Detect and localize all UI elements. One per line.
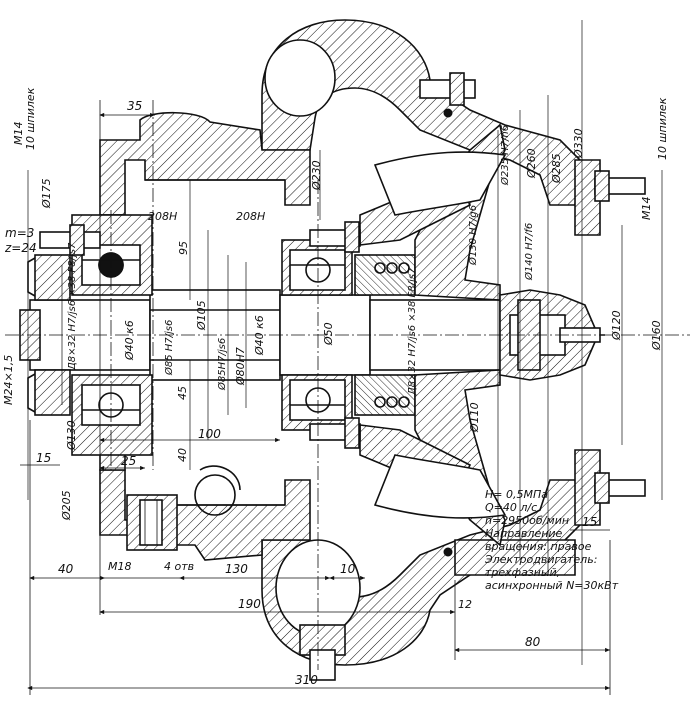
label-z24: z=24 <box>4 241 37 255</box>
dim-d110: Ø110 <box>468 402 481 433</box>
dim-80: 80 <box>525 635 541 649</box>
label-m24: M24×1,5 <box>2 355 15 405</box>
dim-d230: Ø230 <box>310 160 323 191</box>
dimension-labels: 35 M14 10 шпилек Ø175 m=3 z=24 M24×1,5 2… <box>2 87 669 687</box>
seal-assembly <box>354 254 416 416</box>
dim-d50: Ø50 <box>322 322 335 346</box>
dim-d285: Ø285 <box>550 153 563 184</box>
dim-d120: Ø120 <box>610 310 623 341</box>
label-holes: 4 отв <box>164 560 194 573</box>
label-m3: m=3 <box>5 226 34 240</box>
label-studs-left: 10 шпилек <box>24 87 37 150</box>
dim-15-right: 15 <box>582 515 597 529</box>
bearing-right <box>281 239 353 431</box>
dim-d175: Ø175 <box>40 178 53 209</box>
spec-line-7: асинхронный N=30кВт <box>485 579 619 592</box>
label-studs-right: 10 шпилек <box>656 97 669 160</box>
dim-d160: Ø160 <box>650 320 663 351</box>
dim-15-left: 15 <box>36 451 51 465</box>
label-m14-right: M14 <box>640 197 653 221</box>
dim-d260: Ø260 <box>525 148 538 179</box>
spec-line-1: Q=40 л/с <box>485 501 537 514</box>
dim-d40k6-b: Ø40 к6 <box>253 315 266 356</box>
dim-d205: Ø205 <box>60 490 73 521</box>
label-m14-left: M14 <box>12 122 25 146</box>
label-bearing-2: 208Н <box>236 210 265 223</box>
spec-line-0: Н= 0,5МПа <box>485 488 548 501</box>
dim-95: 95 <box>177 241 190 255</box>
dim-d130-left: Ø130 <box>65 420 78 451</box>
dim-d235: Ø235 H7/n6 <box>499 125 511 186</box>
spec-line-3: Направление <box>485 527 563 540</box>
dim-d80h7: Ø80H7 <box>234 347 247 386</box>
studs <box>39 72 646 681</box>
spec-line-4: вращения: правое <box>485 540 592 553</box>
dim-100: 100 <box>198 427 221 441</box>
label-m18: М18 <box>108 560 132 573</box>
dim-45: 45 <box>176 386 189 400</box>
label-bearing-1: 208Н <box>148 210 177 223</box>
dim-d40k6-a: Ø40 к6 <box>123 320 136 361</box>
dim-d330: Ø330 <box>572 128 585 159</box>
dim-12: 12 <box>458 598 472 611</box>
spec-line-5: Электродвигатель: <box>484 553 597 566</box>
dim-25: 25 <box>121 454 136 468</box>
dim-d85-h7: Ø85 H7/js6 <box>163 320 175 376</box>
impeller <box>359 123 507 547</box>
spec-line-2: n=2950об/мин <box>485 514 569 527</box>
dim-d130-h7: Ø130 H7/g6 <box>467 205 479 266</box>
volute-casing <box>261 19 601 666</box>
dim-310: 310 <box>295 673 318 687</box>
dim-40-vertical: 40 <box>176 448 189 462</box>
dim-35: 35 <box>127 99 142 113</box>
dim-40: 40 <box>58 562 74 576</box>
dim-130: 130 <box>225 562 248 576</box>
label-spline-1: Д8×32 H7/js6 ×38 F8/js7 <box>67 242 78 371</box>
centerlines <box>5 100 690 670</box>
dim-d140-h7: Ø140 H7/f6 <box>523 223 535 281</box>
gear <box>19 254 71 416</box>
spec-line-6: трехфазный, <box>485 566 560 579</box>
dim-10: 10 <box>340 562 356 576</box>
dim-190: 190 <box>238 597 261 611</box>
dim-d105: Ø105 <box>195 300 208 331</box>
specifications: Н= 0,5МПа Q=40 л/с n=2950об/мин Направле… <box>484 488 619 592</box>
dimension-lines <box>20 20 663 695</box>
label-spline-2: Д8×32 H7/js6 ×38 F8/js7 <box>407 267 418 396</box>
dim-d85-h7-b: Ø85H7/js6 <box>216 338 228 391</box>
